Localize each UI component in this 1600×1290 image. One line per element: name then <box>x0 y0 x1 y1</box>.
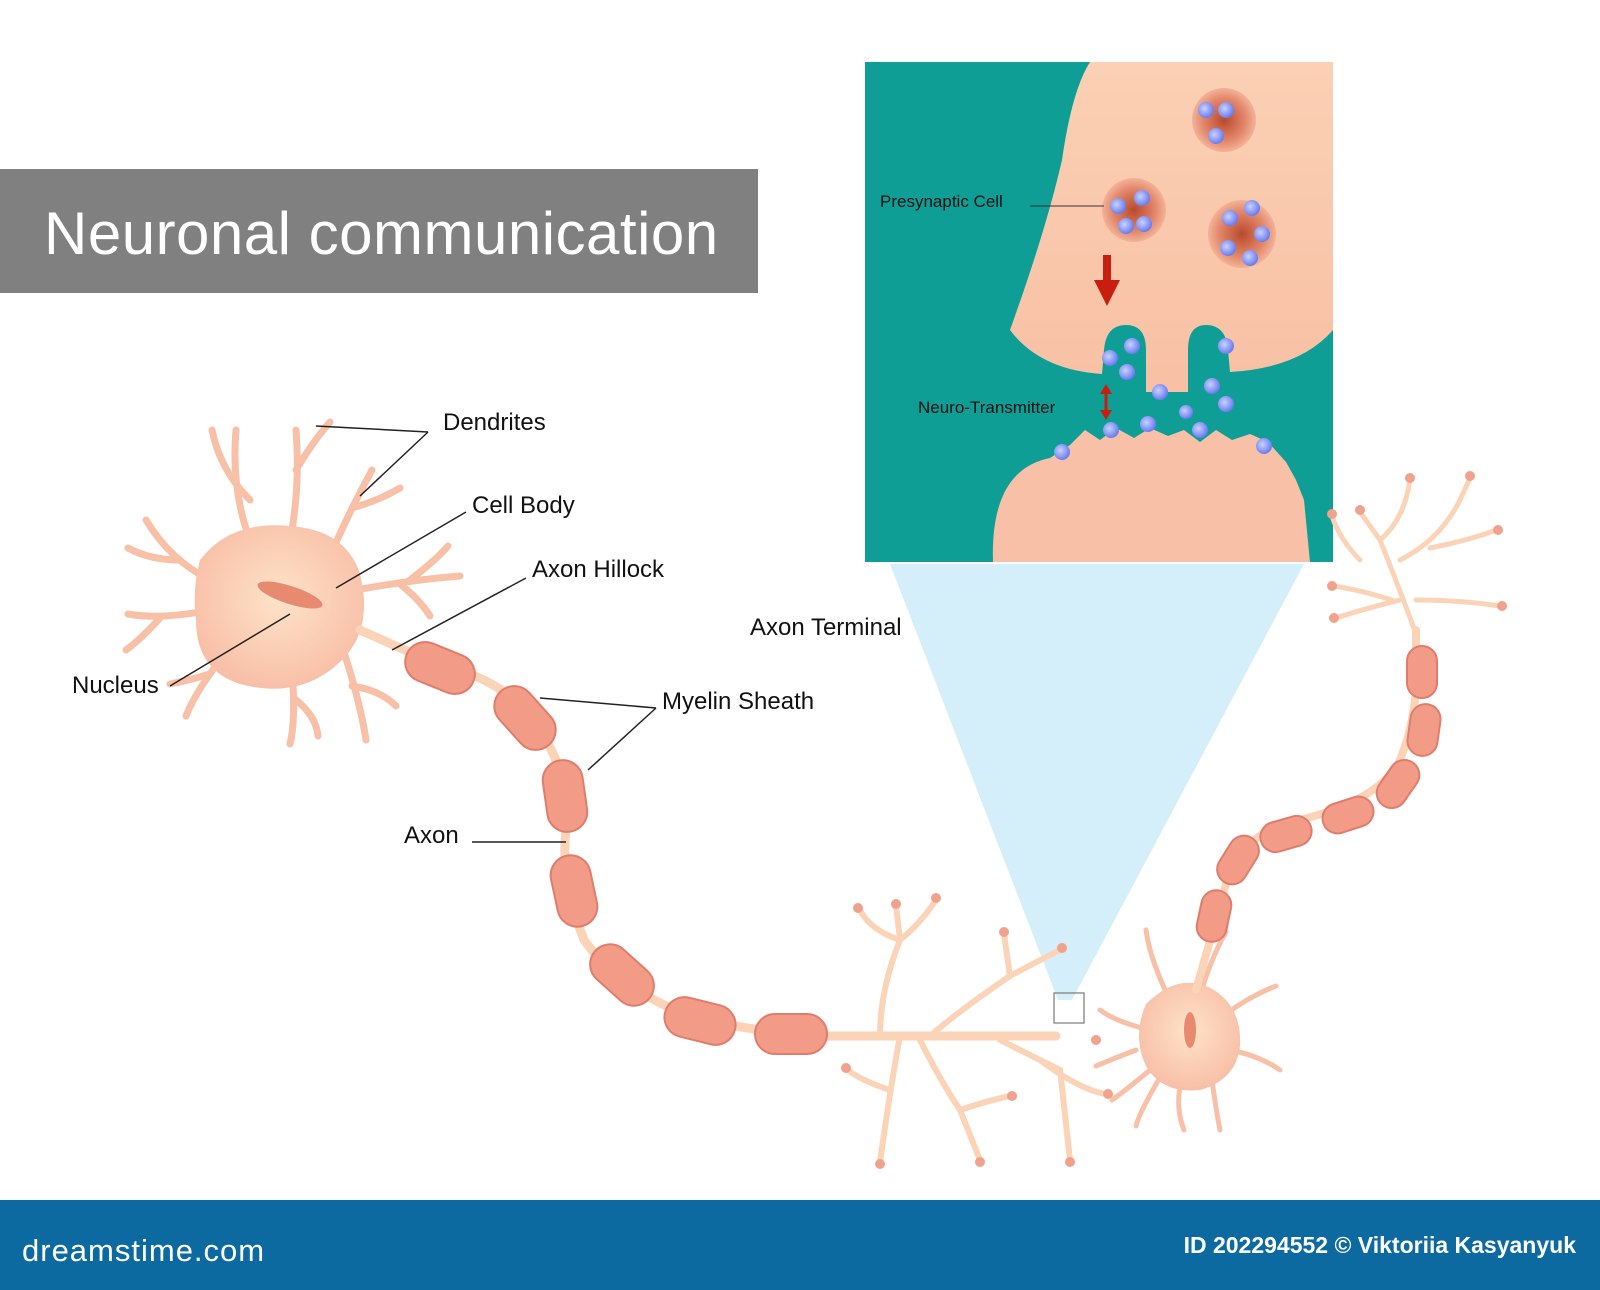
footer-credit: ID 202294552 © Viktoriia Kasyanyuk <box>1183 1232 1576 1258</box>
zoom-cone <box>890 564 1304 1000</box>
postsynaptic-cell <box>992 428 1310 562</box>
leader-lines <box>169 425 657 843</box>
nucleus <box>257 581 323 609</box>
label-dendrites: Dendrites <box>443 409 546 436</box>
presynaptic-terminal <box>1010 62 1333 392</box>
axon-terminal-branches <box>845 897 1109 1165</box>
right-terminal-branches <box>1329 475 1503 637</box>
label-myelin-sheath: Myelin Sheath <box>662 688 815 715</box>
cell-body <box>194 525 365 689</box>
label-axon: Axon <box>404 822 459 849</box>
label-axon-hillock: Axon Hillock <box>532 556 665 583</box>
neurotransmitter-particles <box>1054 338 1272 460</box>
myelin-segments <box>404 641 828 1055</box>
neuron-diagram <box>122 62 1507 1169</box>
label-axon-terminal: Axon Terminal <box>750 614 902 641</box>
label-presynaptic-cell: Presynaptic Cell <box>880 192 1003 211</box>
footer-bar <box>0 1200 1600 1290</box>
synaptic-vesicles <box>1102 88 1276 268</box>
label-neuro-transmitter: Neuro-Transmitter <box>918 398 1056 417</box>
page-title: Neuronal communication <box>44 200 719 267</box>
label-nucleus: Nucleus <box>72 672 159 699</box>
label-cell-body: Cell Body <box>472 492 575 519</box>
synapse-inset <box>865 62 1333 562</box>
right-terminal-bulbs <box>1327 471 1507 623</box>
release-arrow <box>1094 255 1120 306</box>
cleft-arrow <box>1100 384 1112 420</box>
zoom-box <box>1053 992 1085 1024</box>
right-nucleus <box>1184 1012 1196 1048</box>
title-bar <box>0 169 758 293</box>
right-myelin-segments <box>1195 645 1442 943</box>
terminal-bulbs <box>841 893 1113 1169</box>
footer-brand: dreamstime.com <box>22 1233 266 1268</box>
